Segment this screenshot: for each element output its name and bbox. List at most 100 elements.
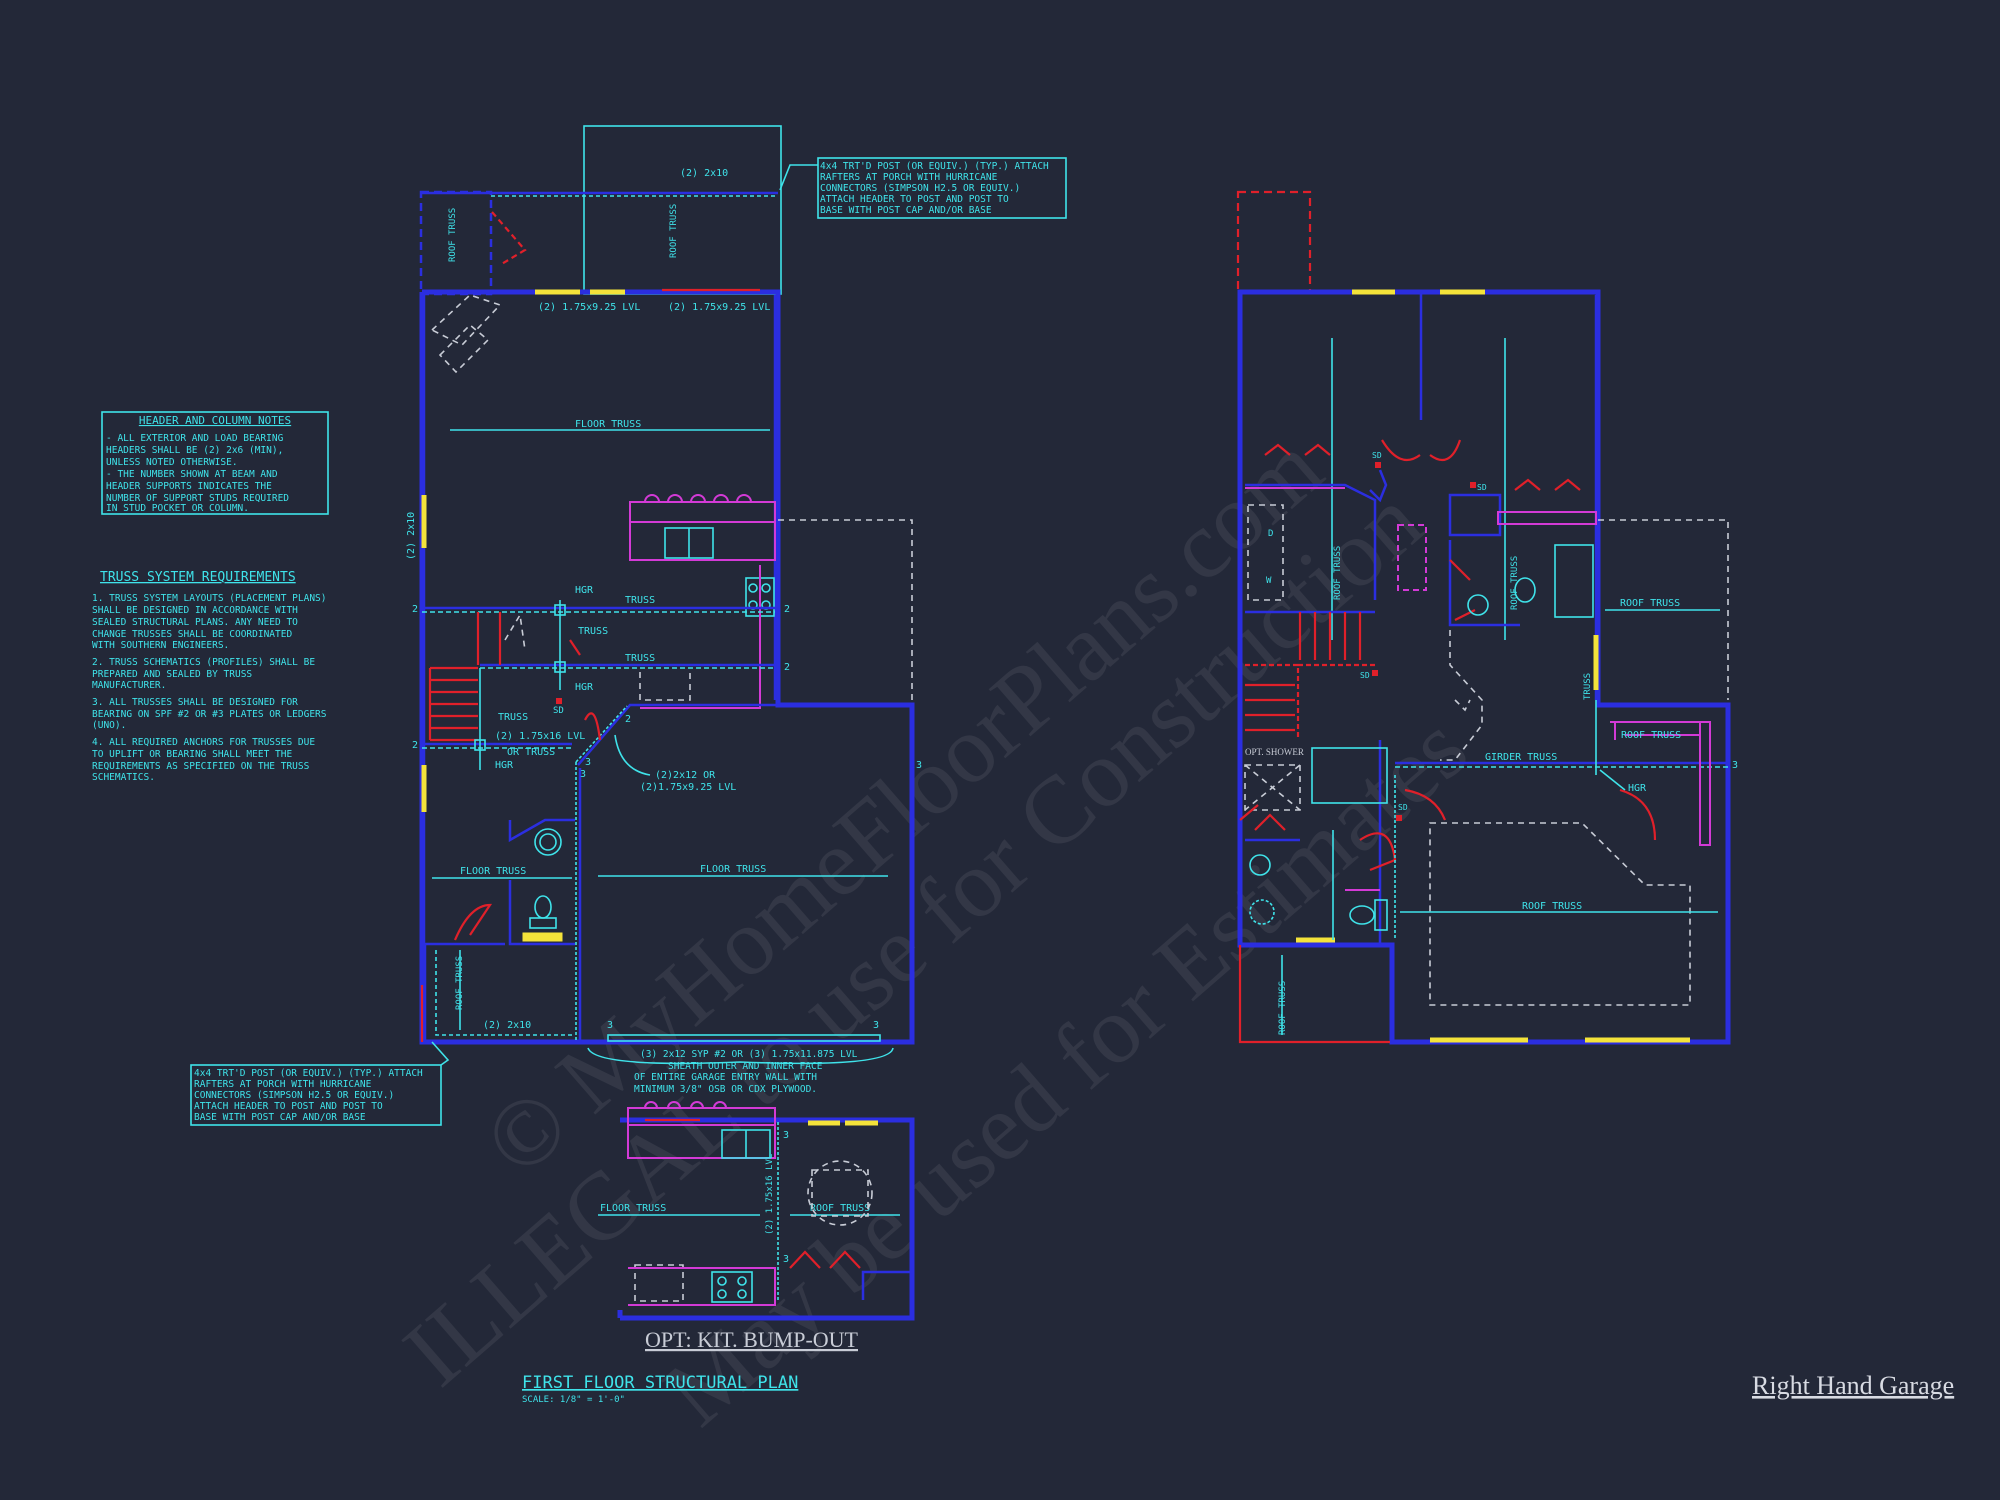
porch-post-callout-bottom: 4x4 TRT'D POST (OR EQUIV.) (TYP.) ATTACH… xyxy=(190,1041,450,1126)
hgr-label-3: HGR xyxy=(495,760,514,771)
truss-label-right: TRUSS xyxy=(1583,673,1593,700)
header-column-notes-title: HEADER AND COLUMN NOTES xyxy=(139,414,291,427)
garage-wall-note: (3) 2x12 SYP #2 OR (3) 1.75x11.875 LVL S… xyxy=(634,1049,858,1095)
note-line: ATTACH HEADER TO POST AND POST TO xyxy=(194,1101,383,1112)
stud-counts: 2 2 2 2 2 3 3 3 3 3 3 3 3 xyxy=(412,604,1738,1265)
porch-post-callout-top: 4x4 TRT'D POST (OR EQUIV.) (TYP.) ATTACH… xyxy=(779,157,1067,219)
stud-count: 3 xyxy=(607,1020,613,1031)
note-line: REQUIREMENTS AS SPECIFIED ON THE TRUSS xyxy=(92,761,310,772)
roof-truss-right-corner: ROOF TRUSS xyxy=(1621,730,1681,741)
note-line: CONNECTORS (SIMPSON H2.5 OR EQUIV.) xyxy=(194,1090,394,1101)
roof-truss-right-upper: ROOF TRUSS xyxy=(1620,598,1680,609)
left-wall-header-2x10: (2) 2x10 xyxy=(406,512,417,560)
garage-side-title: Right Hand Garage xyxy=(1752,1371,1954,1400)
plan-title: FIRST FLOOR STRUCTURAL PLAN xyxy=(522,1373,798,1393)
stud-count: 2 xyxy=(784,604,790,615)
stud-count: 3 xyxy=(873,1020,879,1031)
note-line: HEADERS SHALL BE (2) 2x6 (MIN), xyxy=(106,445,283,456)
sd-label-3: SD xyxy=(1477,483,1487,492)
note-line: 1. TRUSS SYSTEM LAYOUTS (PLACEMENT PLANS… xyxy=(92,593,327,604)
note-line: MANUFACTURER. xyxy=(92,680,166,691)
floor-truss-left: FLOOR TRUSS xyxy=(460,866,526,877)
note-line: 4x4 TRT'D POST (OR EQUIV.) (TYP.) ATTACH xyxy=(820,161,1049,172)
note-line: 4x4 TRT'D POST (OR EQUIV.) (TYP.) ATTACH xyxy=(194,1068,423,1079)
note-line: MINIMUM 3/8" OSB OR CDX PLYWOOD. xyxy=(634,1084,817,1095)
note-line: SHALL BE DESIGNED IN ACCORDANCE WITH xyxy=(92,605,298,616)
lvl-header-left: (2) 1.75x9.25 LVL xyxy=(538,302,640,313)
roof-truss-bottom-right: ROOF TRUSS xyxy=(1278,981,1288,1035)
note-line: PREPARED AND SEALED BY TRUSS xyxy=(92,669,252,680)
porch-outline xyxy=(583,125,782,295)
note-line: CHANGE TRUSSES SHALL BE COORDINATED xyxy=(92,629,292,640)
note-line: (3) 2x12 SYP #2 OR (3) 1.75x11.875 LVL xyxy=(640,1049,858,1060)
truss-label-3: TRUSS xyxy=(578,626,608,637)
note-line: RAFTERS AT PORCH WITH HURRICANE xyxy=(194,1079,372,1090)
note-line: BASE WITH POST CAP AND/OR BASE xyxy=(194,1112,366,1123)
truss-system-notes: TRUSS SYSTEM REQUIREMENTS 1. TRUSS SYSTE… xyxy=(92,570,327,783)
note-line: BASE WITH POST CAP AND/OR BASE xyxy=(820,205,992,216)
note-line: OF ENTIRE GARAGE ENTRY WALL WITH xyxy=(634,1072,817,1083)
note-line: RAFTERS AT PORCH WITH HURRICANE xyxy=(820,172,998,183)
or-truss: OR TRUSS xyxy=(507,747,555,758)
header-column-notes: HEADER AND COLUMN NOTES - ALL EXTERIOR A… xyxy=(101,411,329,515)
stud-count: 3 xyxy=(783,1254,789,1265)
girder-truss-label: GIRDER TRUSS xyxy=(1485,752,1557,763)
note-line: CONNECTORS (SIMPSON H2.5 OR EQUIV.) xyxy=(820,183,1020,194)
porch-roof-truss-left: ROOF TRUSS xyxy=(448,208,458,262)
right-house-outer-wall xyxy=(1237,289,1731,1045)
dryer-label: D xyxy=(1268,529,1273,539)
stud-count: 2 xyxy=(412,740,418,751)
lvl-1-75x16: (2) 1.75x16 LVL xyxy=(495,731,585,742)
right-floor-plan: SD SD W D ROOF TRUSS ROOF TRUSS TRUSS RO… xyxy=(1236,190,1731,1045)
roof-truss-laundry: ROOF TRUSS xyxy=(1333,546,1343,600)
sd-label-4: SD xyxy=(1360,671,1370,680)
note-line: 4. ALL REQUIRED ANCHORS FOR TRUSSES DUE xyxy=(92,737,315,748)
hgr-label-2: HGR xyxy=(575,682,594,693)
watermark: ILLEGAL to use for Construction © MyHome… xyxy=(384,413,1487,1446)
note-line: TO UPLIFT OR BEARING SHALL MEET THE xyxy=(92,749,292,760)
stud-count: 3 xyxy=(585,757,591,768)
note-line: SHEATH OUTER AND INNER FACE xyxy=(668,1061,823,1072)
note-line: - THE NUMBER SHOWN AT BEAM AND xyxy=(106,469,278,480)
note-line: UNLESS NOTED OTHERWISE. xyxy=(106,457,238,468)
note-line: ATTACH HEADER TO POST AND POST TO xyxy=(820,194,1009,205)
note-line: (UNO). xyxy=(92,720,126,731)
note-line: NUMBER OF SUPPORT STUDS REQUIRED xyxy=(106,493,289,504)
hgr-label-1: HGR xyxy=(575,585,594,596)
stud-count: 2 xyxy=(625,714,631,725)
porch-roof-truss-center: ROOF TRUSS xyxy=(669,204,679,258)
stud-count: 3 xyxy=(1732,760,1738,771)
note-line: SCHEMATICS. xyxy=(92,772,155,783)
note-line: HEADER SUPPORTS INDICATES THE xyxy=(106,481,272,492)
note-line: 2. TRUSS SCHEMATICS (PROFILES) SHALL BE xyxy=(92,657,315,668)
floor-truss-garage: FLOOR TRUSS xyxy=(700,864,766,875)
plan-scale: SCALE: 1/8" = 1'-0" xyxy=(522,1395,625,1405)
opt-shower-label: OPT. SHOWER xyxy=(1245,747,1304,757)
bottom-header-2x10: (2) 2x10 xyxy=(483,1020,531,1031)
truss-label-1: TRUSS xyxy=(625,595,655,606)
beam-lvl: (2)1.75x9.25 LVL xyxy=(640,782,736,793)
roof-truss-garage: ROOF TRUSS xyxy=(1522,901,1582,912)
stud-count: 3 xyxy=(580,769,586,780)
sd-label-1: SD xyxy=(553,706,564,716)
truss-label-4: TRUSS xyxy=(498,712,528,723)
beam-2x12: (2)2x12 OR xyxy=(655,770,716,781)
bump-lvl-label: (2) 1.75x16 LVL xyxy=(765,1154,775,1235)
sd-label-5: SD xyxy=(1398,803,1408,812)
stud-count: 3 xyxy=(783,1130,789,1141)
note-line: WITH SOUTHERN ENGINEERS. xyxy=(92,640,229,651)
truss-system-title: TRUSS SYSTEM REQUIREMENTS xyxy=(100,570,296,585)
roof-truss-bump: ROOF TRUSS xyxy=(810,1203,870,1214)
option-kitchen-title: OPT: KIT. BUMP-OUT xyxy=(645,1327,859,1352)
porch-header-2x10: (2) 2x10 xyxy=(680,168,728,179)
first-floor-plan: (2) 2x10 ROOF TRUSS ROOF TRUSS (2) 1.75x… xyxy=(406,125,915,1065)
sd-label-2: SD xyxy=(1372,451,1382,460)
note-line: 3. ALL TRUSSES SHALL BE DESIGNED FOR xyxy=(92,697,298,708)
note-line: BEARING ON SPF #2 OR #3 PLATES OR LEDGER… xyxy=(92,709,327,720)
truss-label-2: TRUSS xyxy=(625,653,655,664)
washer-label: W xyxy=(1266,576,1272,586)
lvl-header-right: (2) 1.75x9.25 LVL xyxy=(668,302,770,313)
roof-truss-bath: ROOF TRUSS xyxy=(1510,556,1520,610)
floor-truss-bump: FLOOR TRUSS xyxy=(600,1203,666,1214)
